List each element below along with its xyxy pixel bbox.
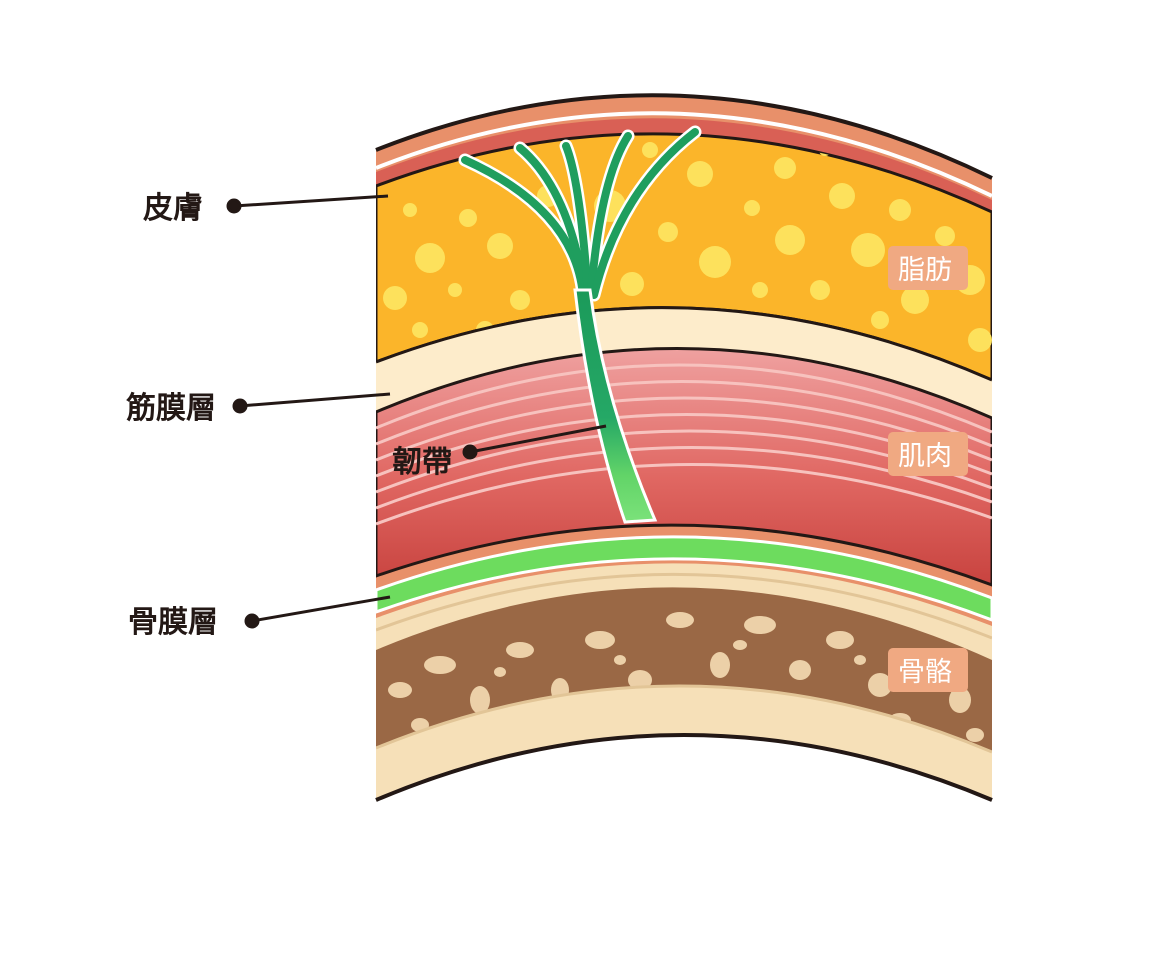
periosteum-layer xyxy=(376,535,992,623)
ligament xyxy=(458,125,702,524)
skin-highlight xyxy=(376,111,992,198)
fascia-outline xyxy=(376,306,992,382)
outer-top-outline xyxy=(375,93,993,180)
label-skin: 皮膚 xyxy=(143,191,203,226)
label-bone: 骨骼 xyxy=(898,657,952,688)
outer-bottom-outline xyxy=(375,733,993,802)
leader-lines xyxy=(226,194,607,629)
label-periosteum: 骨膜層 xyxy=(128,605,218,640)
label-fat: 脂肪 xyxy=(898,255,952,286)
label-ligament: 韌帶 xyxy=(392,445,452,480)
label-fascia: 筋膜層 xyxy=(126,391,216,426)
muscle-layer xyxy=(376,347,992,588)
tag-fat: 脂肪 xyxy=(888,246,968,290)
bone-marrow-layer xyxy=(376,587,992,752)
tag-bone: 骨骼 xyxy=(888,648,968,692)
bone-inner-outline xyxy=(376,684,992,754)
label-muscle: 肌肉 xyxy=(898,441,952,472)
bone-rim-outline xyxy=(376,573,992,640)
fascia-layer xyxy=(376,307,992,420)
tag-muscle: 肌肉 xyxy=(888,432,968,476)
